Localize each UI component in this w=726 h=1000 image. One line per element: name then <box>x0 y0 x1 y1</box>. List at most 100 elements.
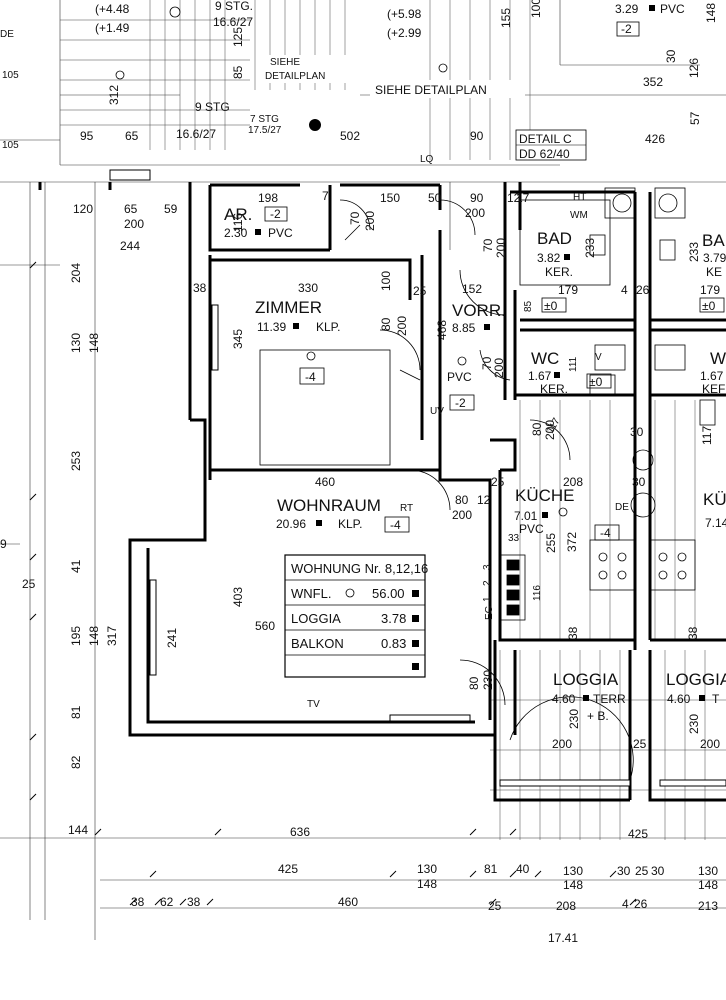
stair-hatch <box>60 0 531 160</box>
dim-425-b: 425 <box>278 862 298 876</box>
label-ht: HT <box>573 192 586 203</box>
dim-317: 317 <box>105 626 119 646</box>
dim-148-c: 148 <box>417 877 437 891</box>
room-ar-floor: PVC <box>268 226 293 240</box>
top-stair-count-1: 9 STG. <box>215 0 253 13</box>
top-stair-ratio-2: 16.6/27 <box>176 127 216 141</box>
room-loggia2-area: 4.60 <box>667 692 691 706</box>
dim-200-g: 200 <box>543 420 557 440</box>
dim-pm0-a: ±0 <box>544 299 558 313</box>
room-wc-area: 1.67 <box>528 369 552 383</box>
label-lq: LQ <box>420 154 434 165</box>
dim-213: 213 <box>698 899 718 913</box>
dim-148-d: 148 <box>563 878 583 892</box>
top-right-dim-126: 126 <box>687 58 701 78</box>
legend-row-wnfl-label: WNFL. <box>291 586 331 601</box>
room-wohnraum-name: WOHNRAUM <box>277 496 381 515</box>
dim-80-a: 80 <box>379 317 393 331</box>
left-stub-de: DE <box>0 29 14 40</box>
dim-17: 17 <box>516 191 530 205</box>
dim-111-a: 111 <box>568 356 579 372</box>
dim-38-d: 38 <box>131 895 145 909</box>
room-bad2-name: BA <box>702 231 725 250</box>
room-kuche-code: -4 <box>600 526 611 540</box>
top-dim-312: 312 <box>107 85 121 105</box>
top-right-area: 3.29 <box>615 2 639 16</box>
room-loggia-extra: TERR <box>593 692 626 706</box>
legend-row-loggia-label: LOGGIA <box>291 611 341 626</box>
dimension-ticks <box>29 261 637 906</box>
dim-208-b: 208 <box>556 899 576 913</box>
room-bad2-area: 3.79 <box>703 251 726 265</box>
dim-25-e: 25 <box>635 864 649 878</box>
room-kuche2-name: KÜ <box>703 490 726 509</box>
dim-90-a: 90 <box>470 191 484 205</box>
dim-460-b: 460 <box>338 895 358 909</box>
dim-150: 150 <box>380 191 400 205</box>
dim-eg-2: 2 <box>482 580 493 586</box>
top-right-dim-426: 426 <box>645 132 665 146</box>
dim-195: 195 <box>69 626 83 646</box>
bottom-grid <box>490 400 726 840</box>
doors <box>339 199 634 781</box>
dim-200-j: 200 <box>700 737 720 751</box>
dim-372: 372 <box>565 532 579 552</box>
dim-179-a: 179 <box>558 283 578 297</box>
dim-116-a: 116 <box>231 213 245 232</box>
room-zimmer-floor: KLP. <box>316 320 340 334</box>
dim-4-b: 4 <box>622 897 629 911</box>
dim-12-b: 12 <box>477 493 491 507</box>
room-labels: AR. -2 2.30 PVC ZIMMER 11.39 KLP. -4 VOR… <box>224 205 726 723</box>
dim-230-b: 230 <box>567 709 581 729</box>
top-annotations: (+4.48 (+1.49 312 9 STG. 16.6/27 125 85 … <box>0 0 718 161</box>
dim-26: 26 <box>636 283 650 297</box>
dim-345: 345 <box>231 329 245 349</box>
detailplan-small-line1: SIEHE <box>270 57 300 68</box>
top-dim-155: 155 <box>499 8 513 28</box>
dim-85: 85 <box>523 300 534 312</box>
dim-25-b: 25 <box>491 475 505 489</box>
dim-38-c: 38 <box>686 626 700 640</box>
dim-120: 120 <box>73 202 93 216</box>
room-vorr-floor: PVC <box>447 370 472 384</box>
dim-pm0-b: ±0 <box>589 375 603 389</box>
dim-80-b: 80 <box>530 422 544 436</box>
room-zimmer-area: 11.39 <box>257 320 286 334</box>
dim-eg-1: 1 <box>482 596 493 602</box>
room-loggia-name: LOGGIA <box>553 670 619 689</box>
legend-row-loggia-value: 3.78 <box>381 611 406 626</box>
top-right-floor: PVC <box>660 2 685 16</box>
room-wohnraum-code: -4 <box>390 518 401 532</box>
dim-38-e: 38 <box>187 895 201 909</box>
label-uv: UV <box>430 406 444 417</box>
label-de: DE <box>615 502 629 513</box>
dim-253: 253 <box>69 451 83 471</box>
dim-330: 330 <box>298 281 318 295</box>
top-dim-65: 65 <box>125 129 139 143</box>
dim-eg-3: 3 <box>482 564 493 570</box>
dim-460-a: 460 <box>315 475 335 489</box>
dim-230-a: 230 <box>481 670 495 690</box>
dim-130-d: 130 <box>698 864 718 878</box>
dim-200-c: 200 <box>465 206 485 220</box>
dim-70-a: 70 <box>348 211 362 225</box>
room-wohnraum-area: 20.96 <box>276 517 306 531</box>
dim-233-b: 233 <box>687 242 701 262</box>
dim-62: 62 <box>160 895 174 909</box>
room-bad2-extra: KE <box>706 265 722 279</box>
dimension-labels: 120 65 59 200 244 198 116 7 70 200 150 5… <box>0 154 725 945</box>
windows <box>109 169 726 787</box>
dim-82: 82 <box>69 755 83 769</box>
dim-200-i: 200 <box>552 737 572 751</box>
dim-152: 152 <box>462 282 482 296</box>
room-kuche-name: KÜCHE <box>515 486 575 505</box>
top-right-dim-57: 57 <box>688 111 702 125</box>
detail-c-line1: DETAIL C <box>519 132 572 146</box>
top-right-dim-30: 30 <box>664 49 678 63</box>
dim-41: 41 <box>69 559 83 573</box>
top-stair-ratio-3: 17.5/27 <box>248 125 282 136</box>
dim-38-b: 38 <box>566 626 580 640</box>
dim-148-b: 148 <box>87 626 101 646</box>
dim-130-c: 130 <box>563 864 583 878</box>
